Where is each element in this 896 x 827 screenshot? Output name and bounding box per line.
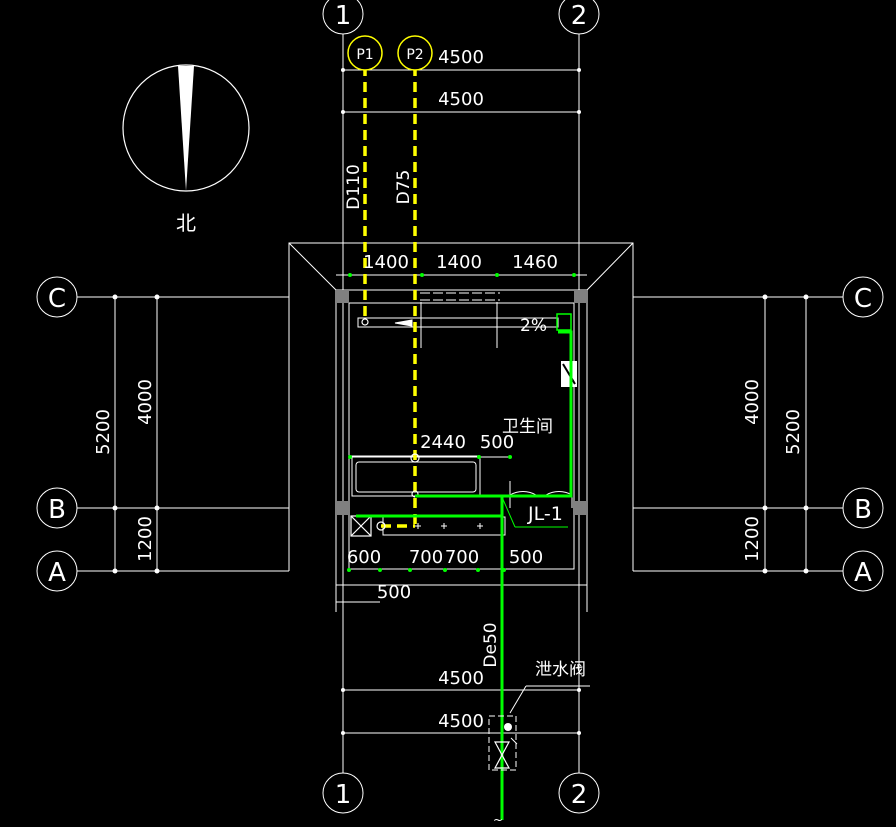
axis-label: C (48, 284, 66, 314)
dim-bottom-seg-2: 700 (409, 547, 443, 568)
pipe-size-supply: De50 (481, 622, 501, 667)
dim-fixture-width: 2440 (420, 432, 466, 453)
axis-bubble-bottom-2: 2 (558, 772, 600, 814)
axis-label: 1 (335, 780, 352, 810)
axis-grid-lines (77, 28, 843, 775)
shelf-fixture (357, 292, 559, 348)
dim-bottom-seg-3: 700 (445, 547, 479, 568)
axis-label: B (854, 495, 872, 525)
supply-bend-icon (556, 313, 572, 331)
dim-top-seg-1: 1400 (363, 252, 409, 273)
valve-leader (509, 685, 590, 714)
dim-top-seg-3: 1460 (512, 252, 558, 273)
axis-label: A (48, 558, 66, 588)
dim-left-lower: 1200 (135, 516, 156, 562)
axis-label: 2 (571, 1, 588, 31)
axis-label: C (854, 284, 872, 314)
slope-label: 2% (520, 316, 547, 336)
axis-label: A (854, 558, 872, 588)
dim-bottom-overall-2: 4500 (438, 711, 484, 732)
drain-pipes (363, 66, 417, 528)
axis-bubble-right-a: A (842, 550, 884, 592)
dim-top-overall-2: 4500 (438, 89, 484, 110)
axis-bubble-left-c: C (36, 276, 78, 318)
axis-label: 2 (571, 780, 588, 810)
pipe-tag-label: P2 (406, 47, 423, 63)
north-arrow-icon: 北 (122, 64, 250, 235)
axis-bubble-right-c: C (842, 276, 884, 318)
pipe-nodes (361, 318, 420, 531)
dimension-lines (114, 69, 807, 734)
dim-bottom-sub: 500 (377, 582, 411, 603)
riser-leader (501, 496, 568, 528)
room-label: 卫生间 (502, 417, 553, 437)
pipe-size-p1: D110 (344, 164, 364, 210)
dim-top-seg-2: 1400 (436, 252, 482, 273)
dim-bottom-seg-1: 600 (347, 547, 381, 568)
dim-left-total: 5200 (93, 409, 114, 455)
axis-label: B (48, 495, 66, 525)
dim-left-upper: 4000 (135, 379, 156, 425)
axis-bubble-top-1: 1 (322, 0, 364, 35)
dim-right-total: 5200 (783, 409, 804, 455)
axis-bubble-left-a: A (36, 550, 78, 592)
axis-bubble-bottom-1: 1 (322, 772, 364, 814)
break-mark: ~ (493, 813, 503, 827)
dim-bottom-overall-1: 4500 (438, 668, 484, 689)
water-supply-pipes (356, 330, 573, 820)
dim-fixture-gap: 500 (480, 432, 514, 453)
north-label: 北 (176, 211, 196, 235)
drain-valve-icon (488, 715, 518, 771)
dim-top-overall-1: 4500 (438, 47, 484, 68)
dim-bottom-seg-4: 500 (509, 547, 543, 568)
dim-right-upper: 4000 (742, 379, 763, 425)
pipe-tag-p2: P2 (397, 35, 433, 71)
dim-right-lower: 1200 (742, 516, 763, 562)
pipe-tag-label: P1 (356, 47, 373, 63)
urinal-fixture (561, 361, 577, 387)
pipe-tag-p1: P1 (347, 35, 383, 71)
valve-label: 泄水阀 (535, 660, 586, 680)
floor-drain-icon (350, 515, 372, 537)
column-markers (336, 290, 587, 515)
pipe-size-p2: D75 (394, 170, 414, 205)
axis-bubble-left-b: B (36, 487, 78, 529)
riser-label: JL-1 (527, 503, 563, 525)
axis-bubble-top-2: 2 (558, 0, 600, 35)
axis-label: 1 (335, 1, 352, 31)
dimension-ticks (112, 68, 809, 735)
axis-bubble-right-b: B (842, 487, 884, 529)
